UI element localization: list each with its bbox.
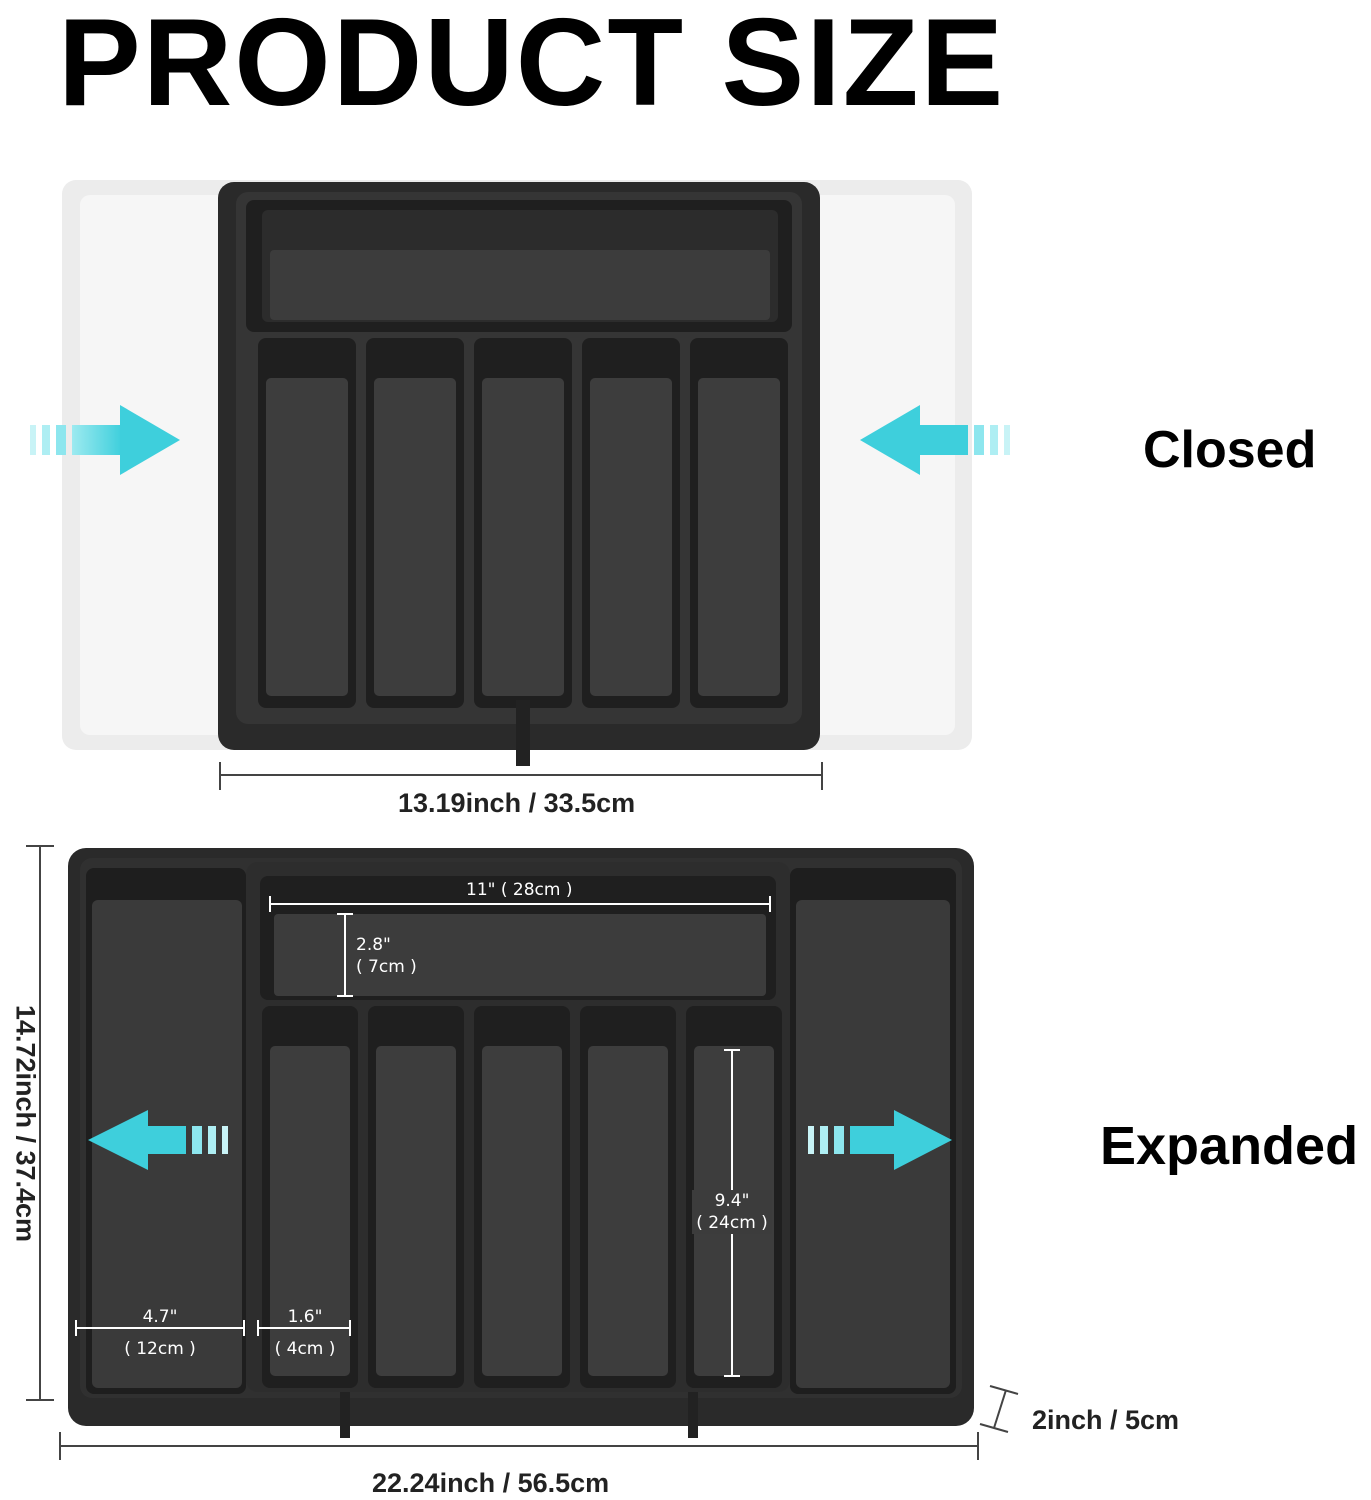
top-compartment-depth-label: 2.8" ( 7cm ) bbox=[356, 935, 417, 977]
expanded-arrow-left-icon bbox=[88, 1110, 228, 1170]
cutlery-slot-floor bbox=[270, 1046, 350, 1376]
expanded-outer-dimensions bbox=[26, 845, 1019, 1460]
expanded-width-label: 22.24inch / 56.5cm bbox=[372, 1468, 610, 1498]
slot-length-label: 9.4" ( 24cm ) bbox=[692, 1190, 772, 1234]
cutlery-slot-floor bbox=[374, 378, 456, 696]
closed-tray-image bbox=[62, 180, 972, 766]
expanded-arrow-right-icon bbox=[808, 1110, 952, 1170]
cutlery-slot-floor bbox=[482, 1046, 562, 1376]
cutlery-slot-floor bbox=[590, 378, 672, 696]
closed-label: Closed bbox=[1143, 421, 1317, 479]
side-compartment-width-label: 4.7" ( 12cm ) bbox=[124, 1307, 196, 1359]
page-title: PRODUCT SIZE bbox=[58, 0, 1006, 132]
cutlery-slot-floor bbox=[376, 1046, 456, 1376]
closed-arrow-left-icon bbox=[860, 405, 1010, 475]
cutlery-slot-floor bbox=[482, 378, 564, 696]
cutlery-slot-floor bbox=[698, 378, 780, 696]
cutlery-slot-floor bbox=[588, 1046, 668, 1376]
expanded-height-label: 2inch / 5cm bbox=[1032, 1405, 1180, 1435]
expanded-label: Expanded bbox=[1100, 1116, 1359, 1176]
closed-width-dimension bbox=[219, 762, 823, 790]
cutlery-slot-floor bbox=[266, 378, 348, 696]
closed-arrow-right-icon bbox=[30, 405, 180, 475]
expanded-depth-label: 14.72inch / 37.4cm bbox=[10, 1004, 41, 1243]
closed-width-label: 13.19inch / 33.5cm bbox=[398, 788, 636, 818]
slot-width-label: 1.6" ( 4cm ) bbox=[274, 1307, 336, 1359]
top-compartment-width-label: 11" ( 28cm ) bbox=[466, 880, 573, 900]
